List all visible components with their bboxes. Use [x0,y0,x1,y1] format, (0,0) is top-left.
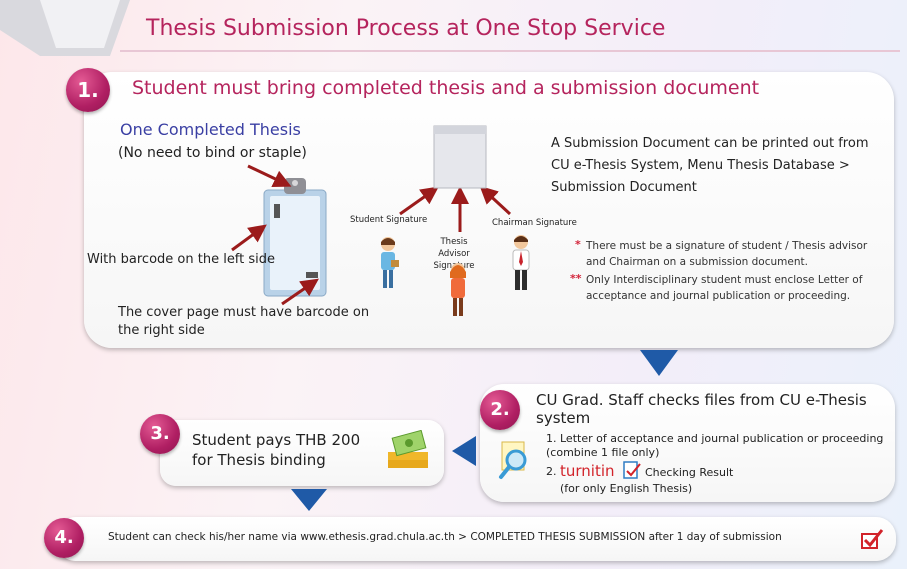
submission-document-icon [433,125,487,189]
flow-arrow-left [452,436,476,466]
page-title: Thesis Submission Process at One Stop Se… [146,16,666,41]
checking-result-label: Checking Result [645,466,734,479]
payment-text: Student pays THB 200 for Thesis binding [192,431,361,469]
chairman-signature-label: Chairman Signature [492,218,577,228]
step-4-number-badge: 4. [44,518,84,558]
english-thesis-note: (for only English Thesis) [560,482,693,495]
letter-of-acceptance-item: 1. Letter of acceptance and journal publ… [546,432,884,459]
completed-thesis-label: One Completed Thesis [120,120,301,139]
step-2-heading: CU Grad. Staff checks files from CU e-Th… [536,391,867,427]
student-figure-icon [381,237,399,288]
note-1-marker: * [575,238,581,251]
item-2-number: 2. [546,465,557,478]
submission-document-text: A Submission Document can be printed out… [551,136,869,195]
checkbox-check-icon [861,529,884,549]
note-2-marker: ** [570,272,582,285]
advisor-figure-icon [450,263,466,316]
step-1-number-badge: 1. [66,68,110,112]
interdisciplinary-note: Only Interdisciplinary student must encl… [586,274,863,302]
step-2-number-badge: 2. [480,390,520,430]
money-icon [388,430,428,468]
turnitin-logo: turnitin [560,462,615,480]
turnitin-check-icon [623,461,641,479]
no-bind-note: (No need to bind or staple) [118,145,307,161]
flow-arrow-down-2 [291,489,327,511]
page-curl-decoration [0,0,130,56]
flow-arrow-down [640,350,678,376]
cover-barcode-label: The cover page must have barcode on the … [118,305,370,338]
student-signature-label: Student Signature [350,215,428,225]
chairman-figure-icon [512,235,530,290]
check-name-text: Student can check his/her name via www.e… [108,531,782,543]
magnifier-document-icon [499,441,527,479]
step-1-heading: Student must bring completed thesis and … [132,77,760,99]
barcode-left-label: With barcode on the left side [87,252,276,267]
step-1-panel [84,72,894,348]
step-3-number-badge: 3. [140,414,180,454]
step-2-panel [480,384,895,502]
title-divider [120,50,900,52]
step-4-panel [56,517,896,561]
signature-note: There must be a signature of student / T… [586,240,868,268]
